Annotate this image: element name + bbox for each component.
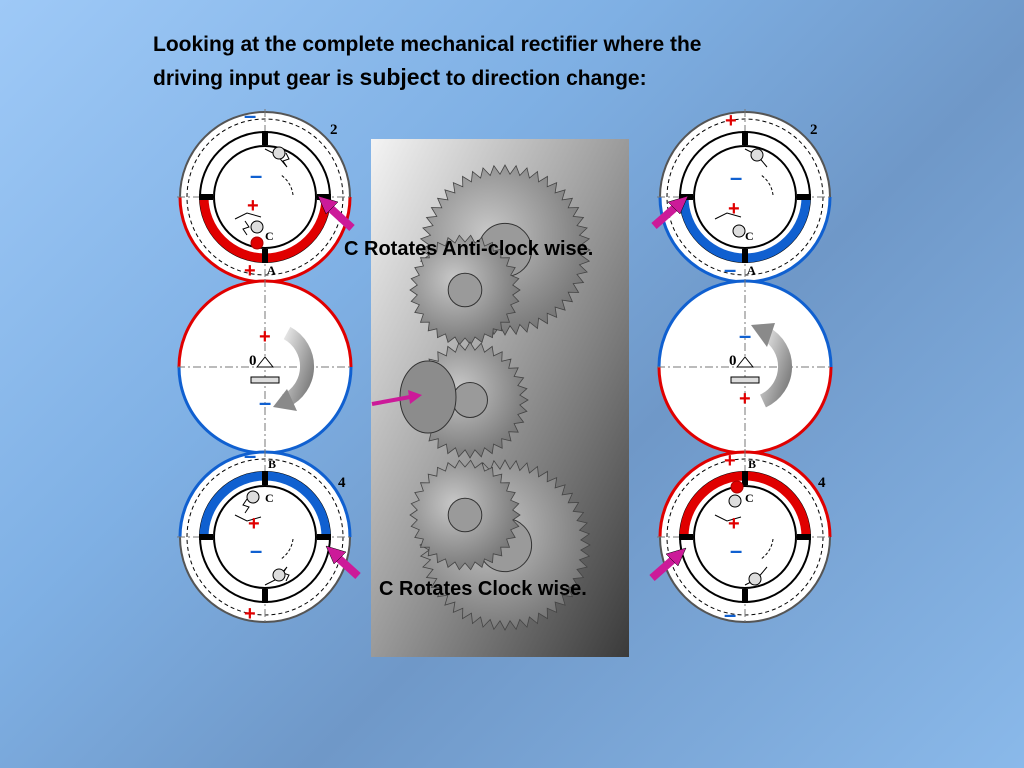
gear-2-right-bottom-sign: –	[724, 257, 736, 282]
gear-4-right-bottom-sign: –	[724, 602, 736, 627]
gear-0-right-minus: –	[739, 323, 751, 348]
caption-bottom: C Rotates Clock wise.	[379, 578, 587, 600]
gear-2-right-inner-minus: –	[730, 165, 742, 190]
contact-point-c	[730, 480, 744, 494]
caption-top: C Rotates Anti-clock wise.	[344, 238, 594, 260]
gear-2-right-point-c: C	[745, 229, 754, 243]
gear-4-left-point-c: C	[265, 491, 274, 505]
gear-4-right-top-sign: +	[724, 450, 736, 472]
gear-0-right-label: 0	[729, 353, 737, 369]
gear-0-left-minus: –	[259, 390, 271, 415]
gear-2-right-inner-plus: +	[728, 198, 740, 220]
gear-4-right-point-c: C	[745, 491, 754, 505]
title-line-1: Looking at the complete mechanical recti…	[153, 33, 702, 56]
title-emphasis: subject	[359, 64, 441, 90]
gear-2-left-inner-minus: –	[250, 163, 262, 188]
title-line-2-pre: driving input gear is	[153, 67, 360, 90]
small-gear-top	[409, 234, 521, 346]
title-line-2: driving input gear is subject to directi…	[153, 61, 853, 95]
gear-0-left-plus: +	[259, 326, 271, 348]
gear-0-left	[177, 279, 353, 455]
gear-2-right	[657, 109, 833, 285]
gear-4-left-top-sign: –	[244, 443, 256, 468]
gear-4-left	[177, 449, 353, 625]
gear-4-right-inner-plus: +	[728, 513, 740, 535]
gear-4-right-point-b: B	[748, 457, 756, 471]
small-gear-bottom	[409, 459, 521, 571]
gear-4-left-point-b: B	[268, 457, 276, 471]
gear-0-left-label: 0	[249, 353, 257, 369]
gear-0-right-plus: +	[739, 388, 751, 410]
slide-title: Looking at the complete mechanical recti…	[153, 28, 853, 95]
gear-4-left-inner-plus: +	[248, 513, 260, 535]
gear-4-left-inner-minus: –	[250, 538, 262, 563]
gear-4-right-label: 4	[818, 475, 826, 491]
drive-arrow-left-top	[317, 195, 355, 231]
title-line-2-post: to direction change:	[440, 67, 647, 90]
gear-0-right	[657, 279, 833, 455]
gear-4-right	[657, 449, 833, 625]
contact-point-c	[250, 236, 264, 250]
gear-2-left-label: 2	[330, 122, 338, 138]
gear-2-right-label: 2	[810, 122, 818, 138]
drive-arrow-right-bottom	[649, 547, 687, 582]
input-shaft-arrow	[371, 390, 422, 406]
gear-2-left	[177, 109, 353, 285]
gear-4-right-inner-minus: –	[730, 538, 742, 563]
gear-4-left-label: 4	[338, 475, 346, 491]
gear-2-left-bottom-sign: +	[244, 260, 256, 282]
gear-2-right-top-sign: +	[725, 110, 737, 132]
gear-2-left-inner-plus: +	[247, 195, 259, 217]
gear-2-right-point-a: A	[747, 263, 756, 277]
gear-2-left-point-c: C	[265, 229, 274, 243]
gear-4-left-bottom-sign: +	[244, 603, 256, 625]
gear-2-left-top-sign: –	[244, 103, 256, 128]
gear-2-left-point-a: A	[267, 263, 276, 277]
drive-arrow-left-bottom	[325, 545, 361, 579]
drive-arrow-right-top	[651, 195, 689, 230]
